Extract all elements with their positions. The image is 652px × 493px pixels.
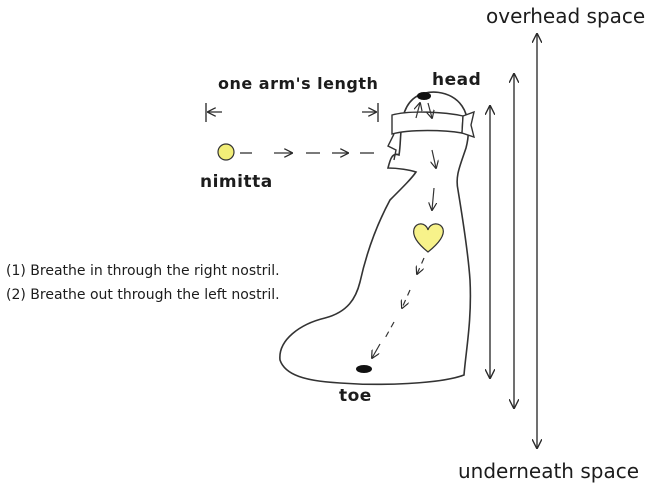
- neck-arrow: [432, 188, 434, 210]
- toe-point: [356, 365, 372, 373]
- body-arrow-3: [384, 322, 394, 340]
- blindfold-knot: [462, 112, 474, 137]
- nimitta-ball: [218, 144, 234, 160]
- toe-label: toe: [339, 386, 372, 406]
- instruction-inhale: (1) Breathe in through the right nostril…: [6, 263, 280, 279]
- instruction-exhale: (2) Breathe out through the left nostril…: [6, 287, 280, 303]
- body-arrow-2: [402, 290, 410, 308]
- head-point: [417, 92, 431, 100]
- heart-center: [414, 224, 444, 252]
- overhead-space-label: overhead space: [486, 4, 645, 28]
- nimitta-label: nimitta: [200, 172, 273, 192]
- underneath-space-label: underneath space: [458, 459, 639, 483]
- arm-length-label: one arm's length: [218, 74, 378, 93]
- body-arrow-4: [372, 344, 380, 358]
- body-arrow-1: [417, 258, 424, 274]
- head-label: head: [432, 70, 481, 90]
- blindfold: [392, 112, 463, 134]
- head-arrow-down: [432, 150, 436, 168]
